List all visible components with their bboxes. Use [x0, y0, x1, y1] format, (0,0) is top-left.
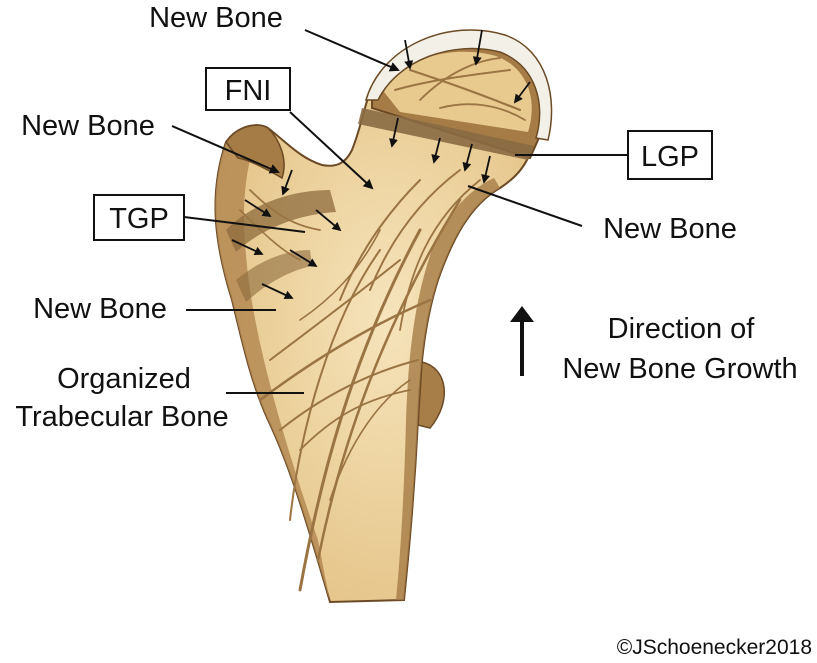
copyright-text: ©JSchoenecker2018 [617, 636, 812, 659]
label-organized-line2: Trabecular Bone [15, 401, 228, 433]
label-direction-line2: New Bone Growth [562, 353, 797, 385]
label-lgp: LGP [641, 141, 699, 173]
label-new-bone-right: New Bone [603, 213, 737, 245]
label-organized-line1: Organized [57, 363, 191, 395]
label-tgp: TGP [109, 203, 169, 235]
growth-direction-arrowhead [510, 306, 534, 322]
label-direction-line1: Direction of [608, 313, 756, 345]
label-new-bone-left-lower: New Bone [33, 293, 167, 325]
label-new-bone-top: New Bone [149, 2, 283, 34]
label-fni: FNI [225, 75, 272, 107]
label-new-bone-left-upper: New Bone [21, 110, 155, 142]
